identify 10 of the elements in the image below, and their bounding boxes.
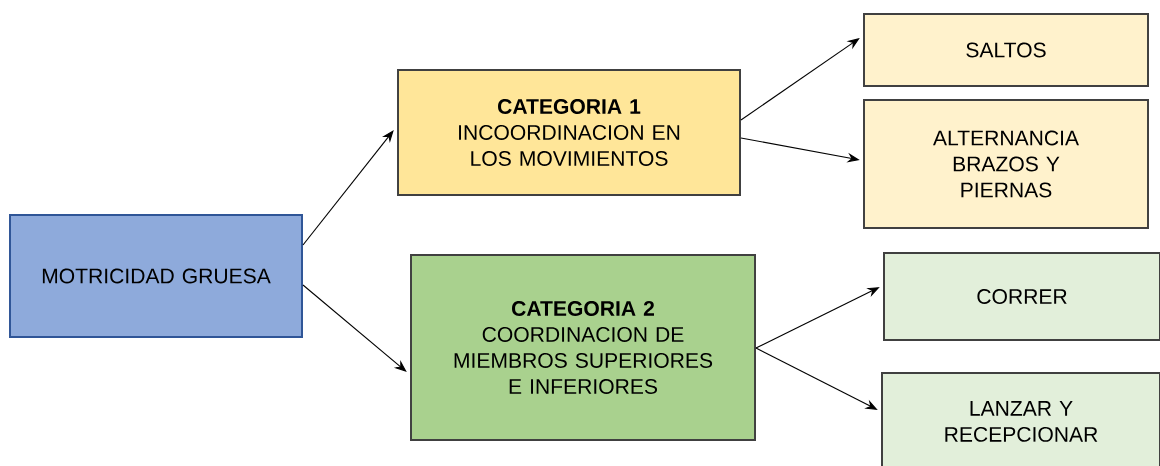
category-box: CATEGORIA 1 INCOORDINACION EN LOS MOVIMIENTOS [397,69,741,196]
arrow [740,38,860,121]
box: LANZAR Y RECEPCIONAR [881,372,1160,466]
box: CORRER [883,252,1160,341]
box: MOTRICIDAD GRUESA [9,214,303,338]
category-box: CATEGORIA 2 COORDINACION DE MIEMBROS SUPERIORES E INFERIORES [410,254,756,441]
box: ALTERNANCIA BRAZOS Y PIERNAS [863,99,1149,229]
arrow [302,130,394,246]
box: SALTOS [863,13,1149,87]
arrow [302,284,407,372]
